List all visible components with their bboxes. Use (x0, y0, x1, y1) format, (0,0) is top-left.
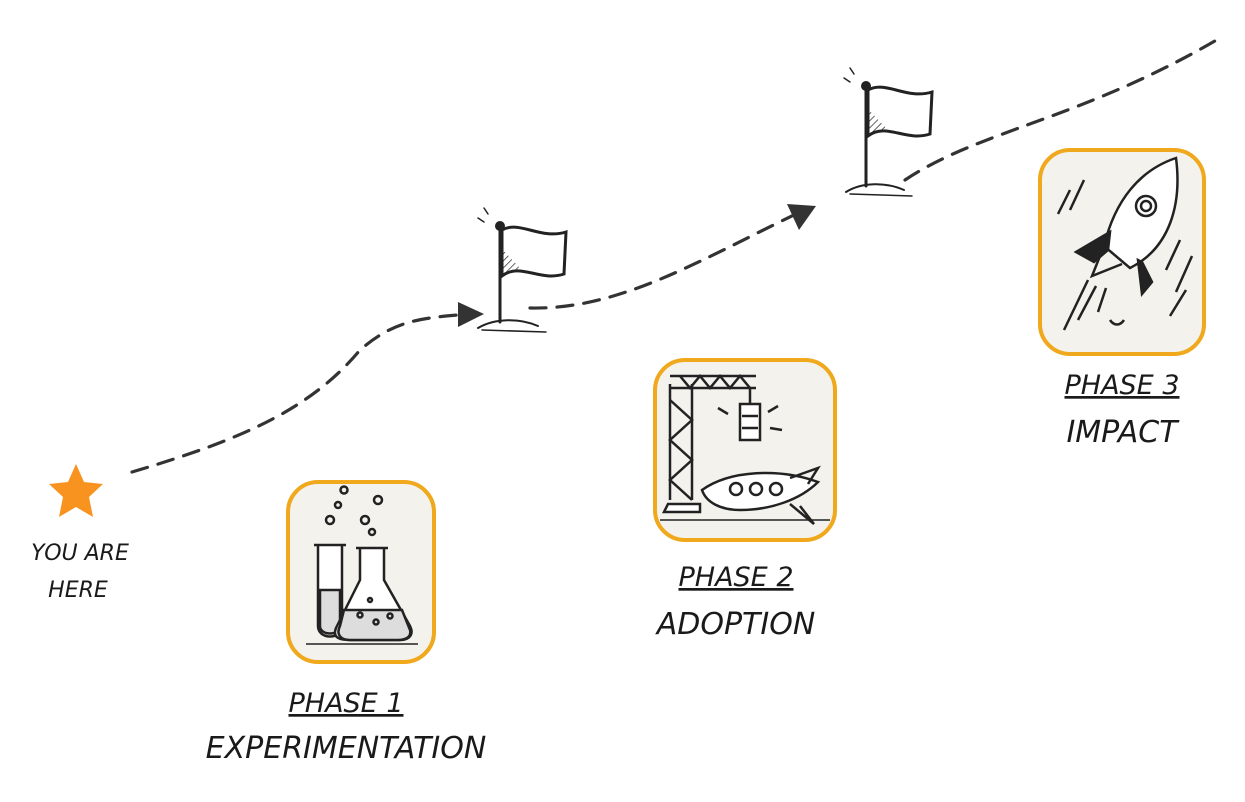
phase-2-card: PHASE 2 ADOPTION (653, 358, 837, 642)
you-are-here-marker: YOU ARE HERE (31, 464, 129, 603)
arrowhead-icon (458, 302, 484, 327)
phase-3-name: IMPACT (1066, 415, 1180, 450)
arrowhead-icon (787, 204, 816, 230)
phase-2-name: ADOPTION (655, 607, 816, 642)
phase-1-name: EXPERIMENTATION (206, 731, 487, 766)
milestone-flag-icon (477, 207, 568, 333)
phase-3-card: PHASE 3 IMPACT (1038, 148, 1206, 450)
star-icon (49, 464, 103, 517)
test-tubes-icon (306, 485, 418, 645)
phase-2-title: PHASE 2 (678, 562, 793, 593)
phase-3-title: PHASE 3 (1064, 370, 1179, 401)
roadmap-path (130, 36, 1222, 474)
phase-1-title: PHASE 1 (288, 688, 403, 719)
rocket-launch-icon (1056, 156, 1194, 331)
crane-rocket-icon (660, 374, 830, 525)
you-are-here-line1: YOU ARE (31, 541, 129, 566)
you-are-here-line2: HERE (48, 578, 108, 603)
phase-1-card: PHASE 1 EXPERIMENTATION (206, 480, 487, 766)
milestone-flag-icon (843, 67, 934, 197)
